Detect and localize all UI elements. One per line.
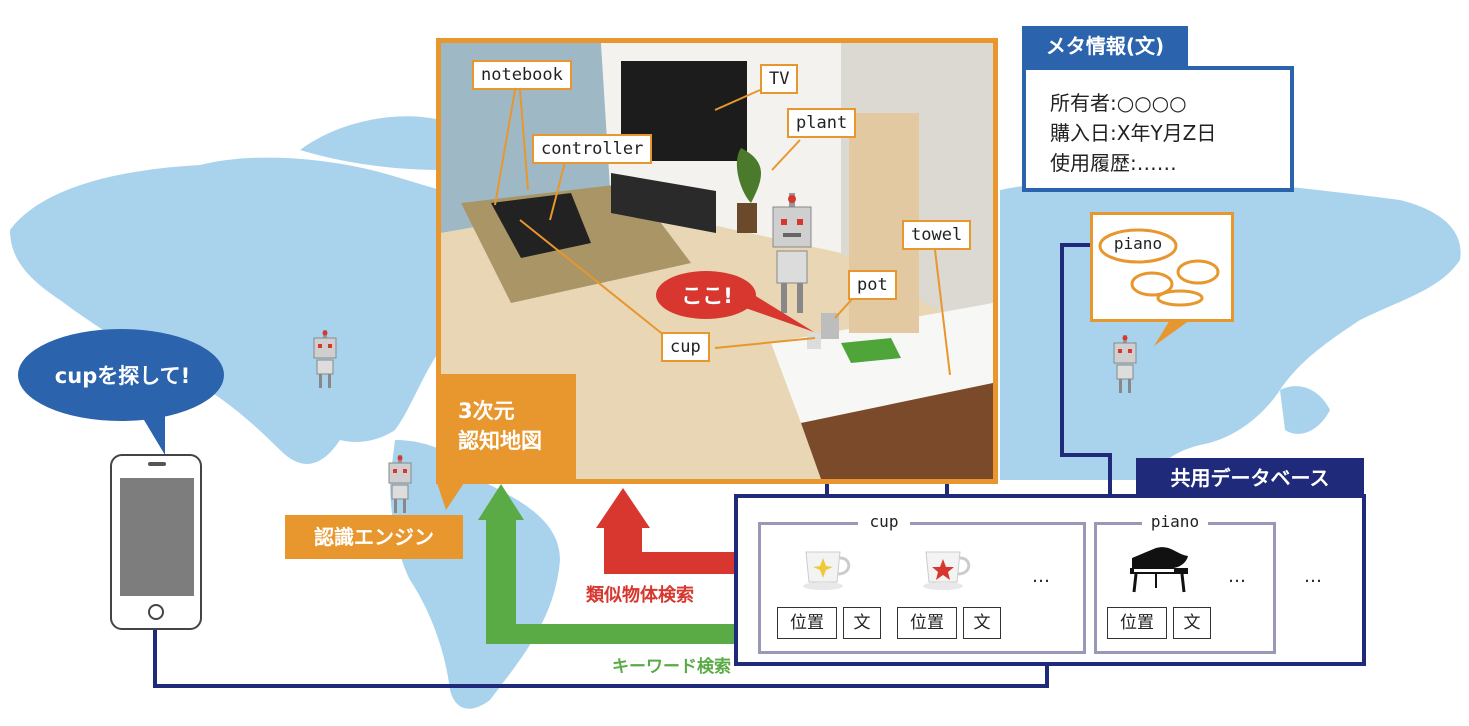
star-cup-icon [923,551,971,590]
robot-icon [313,330,337,388]
home-button[interactable] [148,604,164,620]
database-header: 共用データベース [1136,458,1364,498]
cup-icon [803,551,851,590]
phone-speaker [148,462,166,466]
robot-icon [388,455,412,513]
meta-purchase-date: 購入日:X年Y月Z日 [1050,121,1217,145]
thought-box [1090,212,1234,322]
label-notebook: notebook [472,60,572,90]
more-objects: … [1304,566,1325,587]
engine-label: 認識エンジン [285,515,463,559]
tag-position: 位置 [897,607,957,639]
label-towel: towel [902,220,972,250]
similar-search-label: 類似物体検索 [586,581,694,607]
tag-position: 位置 [1107,607,1167,639]
label-plant: plant [787,108,857,138]
map-title-line1: 3次元 [458,399,515,423]
meta-info-box: 所有者:○○○○ 購入日:X年Y月Z日 使用履歴:…… [1022,66,1294,192]
meta-owner: 所有者:○○○○ [1050,91,1187,115]
group-cup-name: cup [858,512,910,531]
tag-text: 文 [843,607,881,639]
meta-lines: 所有者:○○○○ 購入日:X年Y月Z日 使用履歴:…… [1050,88,1216,178]
more-pianos: … [1228,566,1249,587]
piano-icon [1130,547,1188,593]
map-title-line2: 認知地図 [458,429,542,453]
speech-bubble-shape [656,271,814,332]
meta-header: メタ情報(文) [1022,26,1188,66]
more-cups: … [1032,566,1053,587]
group-piano-name: piano [1142,512,1208,531]
phone-screen [120,478,194,596]
thought-word: piano [1113,234,1163,253]
thought-bubbles [1098,228,1220,346]
phone-bubble-shape [18,329,224,455]
map-title-banner: 3次元 認知地図 [436,374,576,484]
banner-pointer [436,480,466,510]
tag-position: 位置 [777,607,837,639]
label-pot: pot [848,270,897,300]
speech-bubble-text: ここ! [681,284,733,308]
robot-icon [1113,335,1137,393]
smartphone-icon[interactable] [110,454,202,630]
phone-bubble-text: cupを探して! [54,364,191,388]
label-controller: controller [532,134,653,164]
keyword-search-label: キーワード検索 [612,657,731,677]
tag-text: 文 [1173,607,1211,639]
meta-usage-history: 使用履歴:…… [1050,151,1177,175]
label-tv: TV [760,64,799,94]
tag-text: 文 [963,607,1001,639]
group-cup [758,522,1086,654]
label-cup: cup [661,332,710,362]
robot-icon [772,193,812,313]
